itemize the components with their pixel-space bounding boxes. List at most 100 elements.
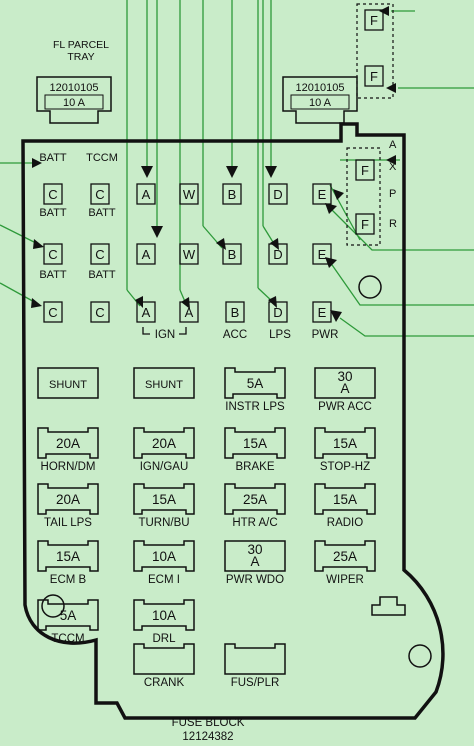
parcel-fuse-left[interactable] <box>36 76 112 124</box>
terminal-d-6[interactable]: D <box>268 183 288 205</box>
terminal-box <box>222 243 242 265</box>
terminal-box <box>179 301 199 323</box>
terminal-c-2[interactable]: C <box>90 183 110 205</box>
fuse-body <box>37 427 99 459</box>
terminal-e-7[interactable]: E <box>312 183 332 205</box>
label-tccm-relay: TCCM <box>86 152 118 164</box>
ign-bracket-left <box>142 327 150 335</box>
terminal-box <box>90 301 110 323</box>
top-f1-letter: F <box>370 13 378 28</box>
terminal-a-20[interactable]: A <box>179 301 199 323</box>
terminal-c-9[interactable]: C <box>43 243 63 265</box>
terminal-box <box>268 243 288 265</box>
fuse-2[interactable]: SHUNT <box>133 367 195 399</box>
fuse-label: TURN/BU <box>138 517 189 529</box>
terminal-letter: W <box>183 247 196 262</box>
terminal-w-12[interactable]: W <box>179 243 199 265</box>
terminal-c-18[interactable]: C <box>90 301 110 323</box>
terminal-c-17[interactable]: C <box>43 301 63 323</box>
fuse-10[interactable]: 15A TURN/BU <box>133 483 195 529</box>
fuse-label: CRANK <box>144 677 185 689</box>
top-f2-box[interactable] <box>364 65 384 87</box>
terminal-c-10[interactable]: C <box>90 243 110 265</box>
terminal-a-11[interactable]: A <box>136 243 156 265</box>
wire-left2 <box>0 224 41 246</box>
fuse-label: IGN/GAU <box>140 461 189 473</box>
parcel-left-rating: 10 A <box>63 97 86 109</box>
fuse-rating: 15A <box>152 492 176 507</box>
wire-e-pwr <box>339 317 474 337</box>
terminal-box <box>179 243 199 265</box>
terminal-b-13[interactable]: B <box>222 243 242 265</box>
terminal-b-21[interactable]: B <box>225 301 245 323</box>
terminal-f-16[interactable]: F <box>355 213 375 235</box>
fuse-body <box>37 540 99 572</box>
terminal-box <box>355 213 375 235</box>
fuse-block-outline <box>21 122 445 720</box>
terminal-e-15[interactable]: E <box>312 243 332 265</box>
terminal-letter: F <box>361 163 369 178</box>
terminal-letter: E <box>318 247 327 262</box>
fuse-1[interactable]: SHUNT <box>37 367 99 399</box>
arrow-a4 <box>181 297 190 309</box>
top-f1-box[interactable] <box>364 9 384 31</box>
terminal-f-8[interactable]: F <box>355 159 375 181</box>
fuse-label: RADIO <box>327 517 363 529</box>
arrow-a1 <box>141 166 153 178</box>
terminal-letter: A <box>142 305 151 320</box>
fuse-body <box>37 367 99 399</box>
fuse-body <box>224 643 286 675</box>
fuse-body <box>224 367 286 399</box>
terminal-letter: C <box>48 187 57 202</box>
fuse-rating: 20A <box>56 492 80 507</box>
terminal-a-3[interactable]: A <box>136 183 156 205</box>
terminal-box <box>90 183 110 205</box>
terminal-box <box>268 301 288 323</box>
fuse-label: DRL <box>152 633 176 645</box>
terminal-letter: C <box>95 247 104 262</box>
fuse-12[interactable]: 15A RADIO <box>314 483 376 529</box>
terminal-box <box>43 183 63 205</box>
parcel-right-rating: 10 A <box>309 97 332 109</box>
parcel-tray-label-1: FL PARCEL <box>53 39 109 51</box>
wire-e2 <box>329 207 474 251</box>
terminal-box <box>312 301 332 323</box>
arrow-f-side <box>386 155 396 165</box>
terminal-d-14[interactable]: D <box>268 243 288 265</box>
terminal-w-4[interactable]: W <box>179 183 199 205</box>
terminal-b-5[interactable]: B <box>222 183 242 205</box>
fuse-rating: 15A <box>333 492 357 507</box>
terminal-a-19[interactable]: A <box>136 301 156 323</box>
wire-e3 <box>329 261 474 306</box>
arrow-left1 <box>32 158 42 168</box>
terminal-letter: F <box>361 217 369 232</box>
terminal-d-22[interactable]: D <box>268 301 288 323</box>
arrow-e1 <box>333 189 344 200</box>
arrow-b1 <box>226 166 238 178</box>
connector-socket <box>371 596 406 616</box>
fuse-body <box>133 367 195 399</box>
fuse-20[interactable]: FUS/PLR <box>224 643 286 689</box>
arrow-top-f1 <box>379 6 389 16</box>
terminal-box <box>355 159 375 181</box>
terminal-e-23[interactable]: E <box>312 301 332 323</box>
side-letter-p: P <box>389 188 396 200</box>
fuse-label: HTR A/C <box>232 517 277 529</box>
fuse-19[interactable]: CRANK <box>133 643 195 689</box>
side-f-dashed-box <box>346 147 381 246</box>
terminal-c-1[interactable]: C <box>43 183 63 205</box>
